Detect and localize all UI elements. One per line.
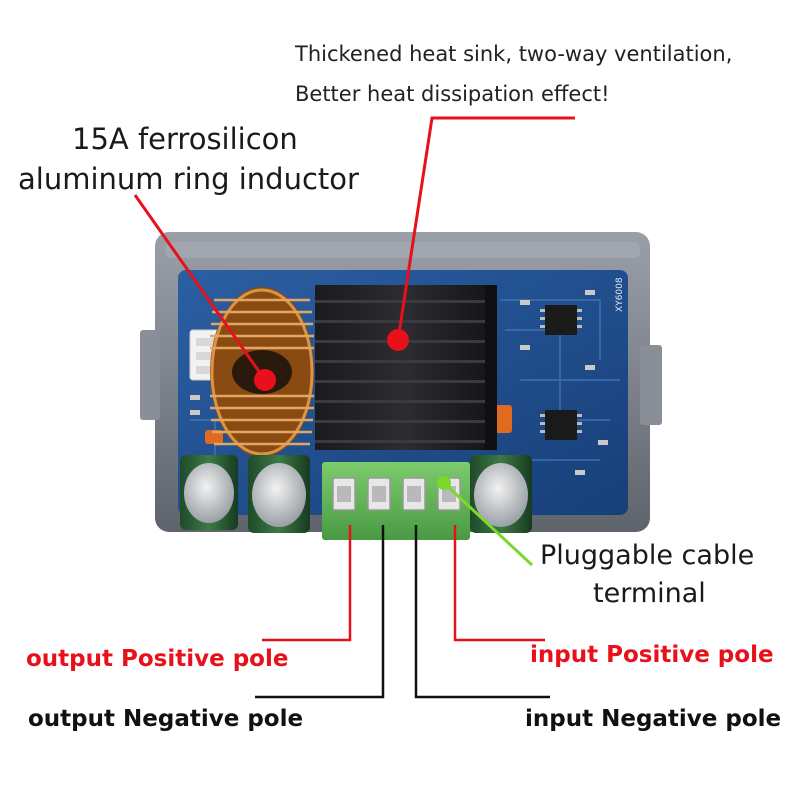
heatsink-callout-line1: Thickened heat sink, two-way ventilation… — [295, 42, 733, 66]
heatsink-callout-pointer — [387, 116, 575, 351]
electrolytic-capacitors — [180, 455, 532, 533]
terminal-callout-line1: Pluggable cable — [540, 540, 755, 571]
inductor-callout-pointer — [133, 194, 276, 391]
input-negative-label: input Negative pole — [525, 706, 782, 732]
output-positive-label: output Positive pole — [26, 646, 289, 672]
board-marking: XY6008 — [615, 277, 625, 312]
ic-chip-upper — [545, 305, 577, 335]
input-positive-wire — [453, 525, 545, 642]
output-negative-label: output Negative pole — [28, 706, 304, 732]
output-negative-wire — [255, 525, 385, 699]
terminal-callout-line2: terminal — [593, 578, 706, 609]
inductor-callout-line2: aluminum ring inductor — [18, 162, 359, 196]
input-negative-wire — [414, 525, 550, 699]
heat-sink — [315, 285, 497, 450]
input-positive-label: input Positive pole — [530, 642, 774, 668]
inductor-callout-line1: 15A ferrosilicon — [72, 122, 298, 156]
ic-chip-lower — [545, 410, 577, 440]
terminal-block — [322, 462, 470, 540]
terminal-callout-pointer — [437, 476, 534, 567]
heatsink-callout-line2: Better heat dissipation effect! — [295, 82, 610, 106]
output-positive-wire — [262, 525, 352, 642]
